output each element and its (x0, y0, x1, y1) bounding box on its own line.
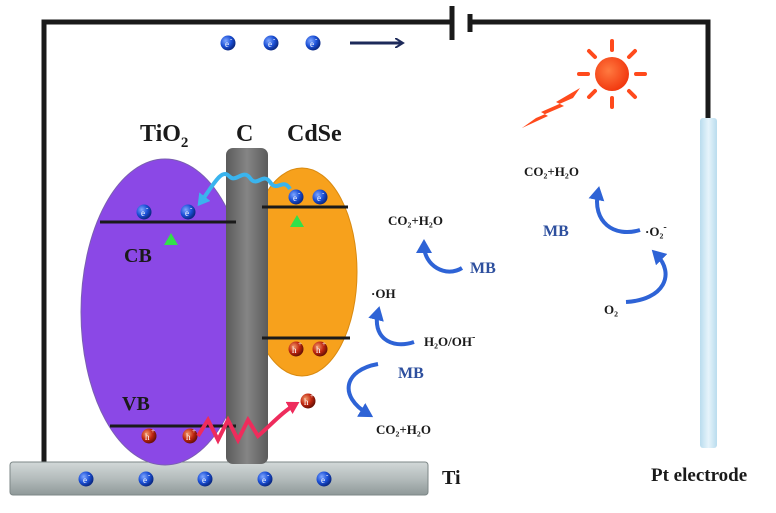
svg-text:-: - (88, 471, 91, 479)
electron-particle (305, 35, 321, 51)
svg-text:h: h (145, 432, 150, 442)
svg-text:+: + (151, 427, 155, 435)
svg-text:e: e (141, 208, 145, 218)
svg-text:e: e (143, 475, 147, 485)
hole-transfer-arrow (196, 401, 300, 445)
oxygen-reduction-arrow (625, 249, 668, 304)
svg-text:-: - (315, 35, 318, 43)
svg-text:+: + (192, 427, 196, 435)
hydroxyl-formation-arrow (368, 306, 415, 347)
electron-particle (220, 35, 236, 51)
mb-oxidation-arrow-top (416, 239, 464, 274)
mb-label-right: MB (543, 223, 569, 240)
svg-text:-: - (267, 471, 270, 479)
svg-text:-: - (298, 189, 301, 197)
electron-particle (288, 189, 304, 205)
superoxide-label: ·O₂- (645, 222, 667, 239)
cdse-label: CdSe (287, 121, 342, 147)
electron-particle (136, 204, 152, 220)
tio2-particle (80, 158, 250, 466)
carbon-label: C (236, 121, 253, 147)
hole-particle (141, 428, 157, 444)
electron-particle (197, 471, 213, 487)
svg-text:h: h (316, 345, 321, 355)
hole-particle (300, 393, 316, 409)
svg-text:h: h (186, 432, 191, 442)
svg-text:e: e (321, 475, 325, 485)
svg-text:h: h (292, 345, 297, 355)
circuit-wire (41, 19, 711, 470)
hole-particle (288, 341, 304, 357)
svg-text:e: e (310, 39, 314, 49)
svg-text:-: - (230, 35, 233, 43)
pt-electrode-label: Pt electrode (651, 465, 747, 486)
vb-label: VB (122, 393, 150, 415)
mb-label-top: MB (470, 260, 496, 277)
cb-label: CB (124, 245, 152, 267)
svg-text:e: e (225, 39, 229, 49)
sun-icon (577, 39, 647, 109)
ti-substrate (9, 461, 429, 496)
product-co2-h2o-top: CO₂+H₂O (388, 213, 443, 228)
hole-particle (312, 341, 328, 357)
svg-text:+: + (310, 392, 314, 400)
svg-text:e: e (185, 208, 189, 218)
electron-particle (316, 471, 332, 487)
h2o-oh-label: H₂O/OH- (424, 332, 475, 349)
ti-label: Ti (442, 467, 461, 489)
electron-particle (263, 35, 279, 51)
svg-text:-: - (207, 471, 210, 479)
carbon-layer (226, 148, 268, 464)
substrate-electrons: e e e e e (78, 471, 332, 487)
svg-text:-: - (322, 189, 325, 197)
product-co2-h2o-right: CO₂+H₂O (524, 164, 579, 179)
svg-text:e: e (202, 475, 206, 485)
pt-electrode (700, 118, 717, 448)
cb-electrons: e e e e (136, 189, 328, 220)
svg-text:h: h (304, 397, 309, 407)
svg-text:-: - (190, 204, 193, 212)
svg-text:-: - (326, 471, 329, 479)
svg-text:+: + (298, 340, 302, 348)
electron-transfer-arrow (197, 172, 292, 207)
svg-text:e: e (268, 39, 272, 49)
hole-particle (182, 428, 198, 444)
electron-particle (180, 204, 196, 220)
mb-direct-oxidation-arrow (346, 362, 379, 418)
vb-holes: h h h h h (141, 341, 328, 444)
lightning-icon (522, 88, 580, 128)
oxygen-label: O₂ (604, 302, 618, 317)
electron-particle (78, 471, 94, 487)
electron-particle (257, 471, 273, 487)
svg-text:e: e (262, 475, 266, 485)
electron-particle (312, 189, 328, 205)
carrier-charge-marks: - - - - - - - + + + + + - - - - - (88, 35, 329, 479)
tio2-label: TiO2 (140, 121, 188, 151)
svg-text:+: + (322, 340, 326, 348)
mb-label-middle: MB (398, 365, 424, 382)
hydroxyl-radical-label: ·OH (371, 286, 396, 301)
electron-particle (138, 471, 154, 487)
svg-text:e: e (83, 475, 87, 485)
svg-text:-: - (146, 204, 149, 212)
svg-text:e: e (293, 193, 297, 203)
mb-superoxide-arrow (588, 186, 641, 234)
circuit-electrons: e e e (220, 35, 321, 51)
svg-text:-: - (273, 35, 276, 43)
product-co2-h2o-bottom: CO₂+H₂O (376, 422, 431, 437)
svg-text:-: - (148, 471, 151, 479)
svg-text:e: e (317, 193, 321, 203)
